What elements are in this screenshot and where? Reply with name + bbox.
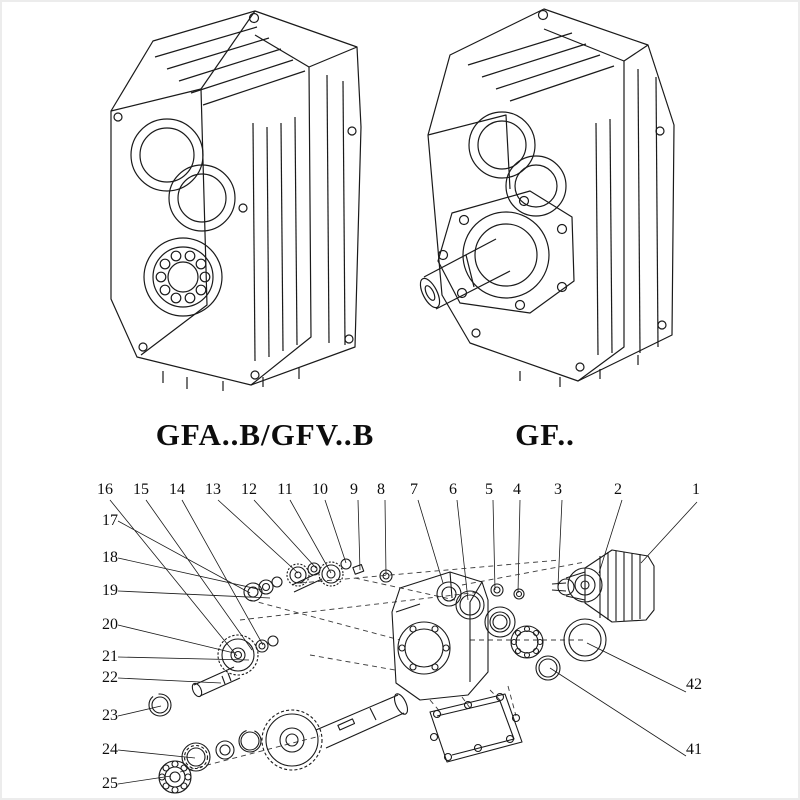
exploded-view-drawing: [109, 499, 698, 794]
gearbox-drawing-gfab: [110, 10, 362, 391]
leader-lines: [109, 499, 698, 785]
motor-unit: [551, 549, 655, 623]
part-number-22: 22: [102, 669, 118, 686]
cooling-ribs: [467, 32, 615, 356]
housing-outline: [110, 10, 362, 386]
part-number-17: 17: [102, 512, 118, 529]
part-number-42: 42: [686, 676, 702, 693]
part-number-25: 25: [102, 775, 118, 792]
bearing-bores: [130, 118, 236, 232]
part-number-7: 7: [410, 481, 418, 498]
part-number-13: 13: [205, 481, 221, 498]
part-number-6: 6: [449, 481, 457, 498]
model-label-gf: GF..: [515, 417, 575, 452]
part-number-9: 9: [350, 481, 358, 498]
part-number-1: 1: [692, 481, 700, 498]
part-number-12: 12: [241, 481, 257, 498]
part-number-2: 2: [614, 481, 622, 498]
projection-lines: [179, 559, 586, 773]
part-number-21: 21: [102, 648, 118, 665]
intermediate-gear-cluster: [148, 634, 279, 717]
gearbox-drawing-gf: [419, 8, 675, 387]
part-number-14: 14: [169, 481, 185, 498]
part-number-23: 23: [102, 707, 118, 724]
part-number-24: 24: [102, 741, 118, 758]
housing-outline: [427, 8, 675, 382]
oil-plug-icon: [537, 9, 549, 21]
fastener-set: [490, 583, 525, 600]
part-number-4: 4: [513, 481, 521, 498]
part-number-8: 8: [377, 481, 385, 498]
part-number-19: 19: [102, 582, 118, 599]
output-flange: [437, 190, 575, 314]
part-number-18: 18: [102, 549, 118, 566]
part-number-16: 16: [97, 481, 113, 498]
output-shaft: [419, 238, 511, 310]
part-number-41: 41: [686, 741, 702, 758]
main-housing: [391, 571, 489, 701]
upper-gear-cluster: [243, 558, 393, 602]
output-gear-cluster: [158, 709, 323, 794]
part-number-3: 3: [554, 481, 562, 498]
bolt-holes: [113, 112, 357, 380]
part-number-15: 15: [133, 481, 149, 498]
bolt-holes: [471, 126, 667, 372]
gasket-plate: [429, 692, 523, 763]
mounting-feet: [519, 355, 639, 387]
part-number-20: 20: [102, 616, 118, 633]
part-number-11: 11: [277, 481, 293, 498]
bearing-bores: [468, 111, 567, 217]
seal-ring-set: [455, 590, 607, 681]
output-shaft: [315, 693, 409, 749]
part-number-10: 10: [312, 481, 328, 498]
part-number-5: 5: [485, 481, 493, 498]
output-bearing: [143, 237, 223, 317]
mounting-feet: [162, 367, 300, 391]
cooling-ribs: [154, 26, 306, 362]
model-label-gfab: GFA..B/GFV..B: [155, 417, 375, 452]
